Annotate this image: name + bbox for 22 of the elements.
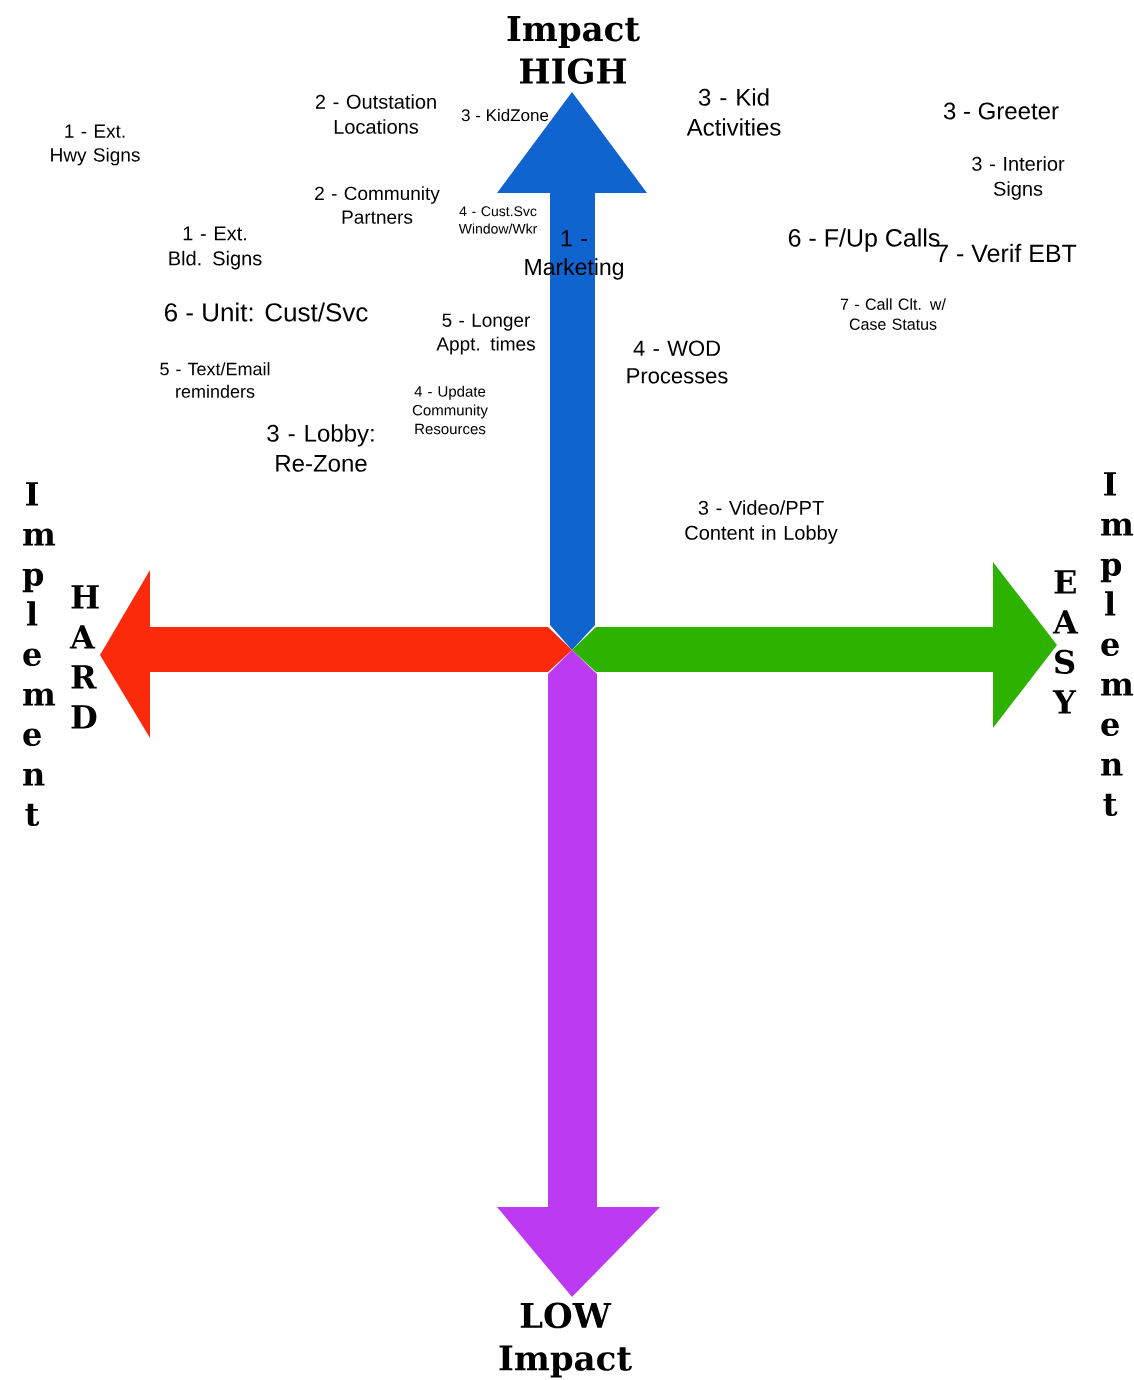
item-label: 3 - Interior Signs bbox=[972, 156, 1065, 200]
item-label: 3 - Kid Activities bbox=[686, 88, 781, 136]
item-label: 3 - Video/PPT Content in Lobby bbox=[685, 500, 838, 544]
item-label: 3 - Greeter bbox=[943, 102, 1059, 120]
item-label: 4 - WOD Processes bbox=[627, 340, 728, 384]
axis-label: Implement bbox=[22, 482, 56, 826]
item-label: 7 - Call Clt. w/ Case Status bbox=[840, 298, 946, 330]
item-label: 2 - Community Partners bbox=[315, 186, 440, 224]
item-label: 2 - Outstation Locations bbox=[315, 94, 436, 134]
item-label: 3 - Lobby: Re-Zone bbox=[267, 424, 374, 472]
item-label: 5 - Text/Email reminders bbox=[160, 362, 270, 398]
axis-label: Implement bbox=[1100, 472, 1134, 816]
item-label: 1 - Ext. Bld. Signs bbox=[169, 226, 262, 270]
item-label: 5 - Longer Appt. times bbox=[436, 313, 535, 355]
item-label: 1 - Ext. Hwy Signs bbox=[51, 124, 140, 166]
axis-label: LOW Impact bbox=[499, 1302, 632, 1378]
item-label: 3 - KidZone bbox=[461, 108, 549, 122]
axis-label: EASY bbox=[1052, 570, 1079, 714]
axis-label: Impact HIGH bbox=[507, 16, 640, 84]
item-label: 6 - Unit: Cust/Svc bbox=[165, 302, 368, 322]
item-label: 4 - Update Community Resources bbox=[412, 385, 488, 435]
axis-label: HARD bbox=[69, 585, 99, 729]
